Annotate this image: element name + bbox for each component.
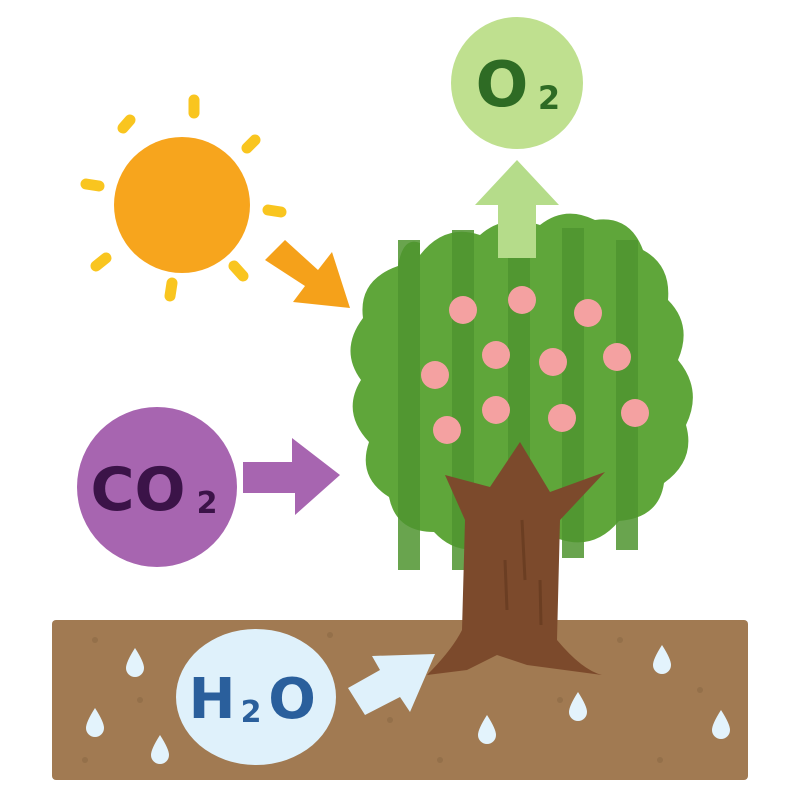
water-drops <box>86 645 730 764</box>
h2o-symbol-o: O <box>268 667 316 732</box>
h2o-subscript: 2 <box>241 695 262 730</box>
h2o-bubble: H 2 O <box>176 629 336 765</box>
oxygen-arrow-icon <box>475 160 559 258</box>
co2-symbol: CO <box>90 455 185 525</box>
water-drop-icon <box>569 692 587 721</box>
co2-bubble: CO 2 <box>77 407 237 567</box>
oxygen-symbol: O <box>476 48 529 121</box>
oxygen-subscript: 2 <box>538 79 560 117</box>
water-drop-icon <box>151 735 169 764</box>
tree-fruits <box>421 286 649 444</box>
water-drop-icon <box>712 710 730 739</box>
sun-arrow-icon <box>265 240 350 308</box>
oxygen-bubble: O 2 <box>451 17 583 149</box>
h2o-symbol-h: H <box>189 667 236 732</box>
co2-arrow-icon <box>243 438 340 515</box>
water-drop-icon <box>86 708 104 737</box>
sun-icon <box>80 94 287 302</box>
tree-trunk <box>427 442 605 675</box>
water-drop-icon <box>653 645 671 674</box>
h2o-arrow-icon <box>348 654 435 715</box>
co2-subscript: 2 <box>197 486 218 521</box>
water-drop-icon <box>126 648 144 677</box>
water-drop-icon <box>478 715 496 744</box>
